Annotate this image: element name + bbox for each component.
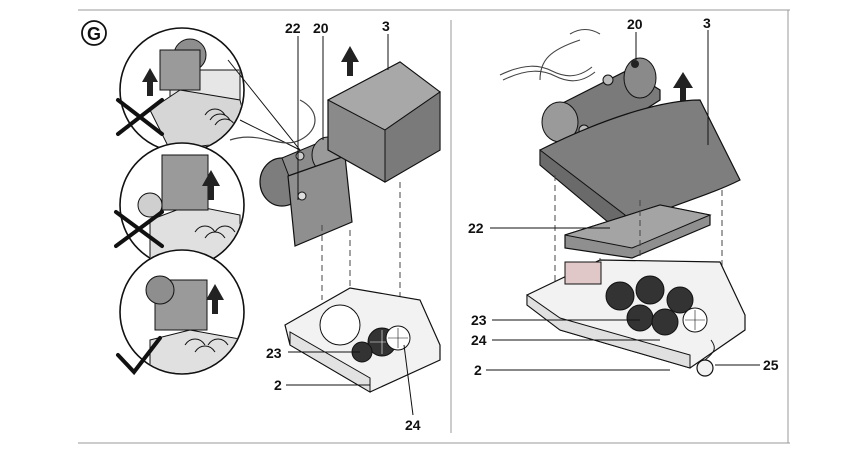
screw-part-25 (696, 359, 714, 377)
check-icon (116, 336, 162, 376)
plate-right (564, 204, 712, 259)
labels-left: 22 20 3 23 2 24 (266, 18, 421, 433)
cross-icon (116, 98, 164, 136)
guide-lines (321, 182, 401, 300)
frame (78, 9, 790, 444)
motor-right (541, 57, 661, 149)
step-badge: G (81, 20, 107, 46)
base-housing-left (284, 287, 441, 393)
leaders-left (286, 34, 414, 416)
up-arrow-icon (206, 284, 224, 314)
label-3: 3 (382, 18, 390, 34)
label-23-right: 23 (471, 312, 487, 328)
up-arrow-icon (673, 72, 693, 102)
up-arrow-icon (341, 46, 359, 76)
cable-right (499, 28, 601, 82)
label-20-right: 20 (627, 16, 643, 32)
label-2: 2 (274, 377, 282, 393)
label-24-right: 24 (471, 332, 487, 348)
label-20: 20 (313, 20, 329, 36)
label-25-right: 25 (763, 357, 779, 373)
label-22: 22 (285, 20, 301, 36)
labels-right: 20 3 22 23 24 2 25 (468, 15, 779, 378)
cable (229, 99, 316, 144)
up-arrow-icon (142, 68, 158, 96)
detail-circle-3 (116, 249, 245, 376)
label-24: 24 (405, 417, 421, 433)
detail-circle-1 (116, 27, 245, 153)
cover-left (326, 46, 441, 183)
up-arrow-icon (202, 170, 220, 200)
label-3-right: 3 (703, 15, 711, 31)
detail-circle-2 (114, 142, 245, 268)
callout-lines (227, 59, 301, 151)
cross-icon (114, 210, 164, 248)
label-22-right: 22 (468, 220, 484, 236)
label-23: 23 (266, 345, 282, 361)
cover-right (539, 99, 741, 233)
leaders-right (486, 30, 760, 371)
svg-text:G: G (87, 24, 101, 44)
label-2-right: 2 (474, 362, 482, 378)
base-housing-right (526, 259, 746, 377)
